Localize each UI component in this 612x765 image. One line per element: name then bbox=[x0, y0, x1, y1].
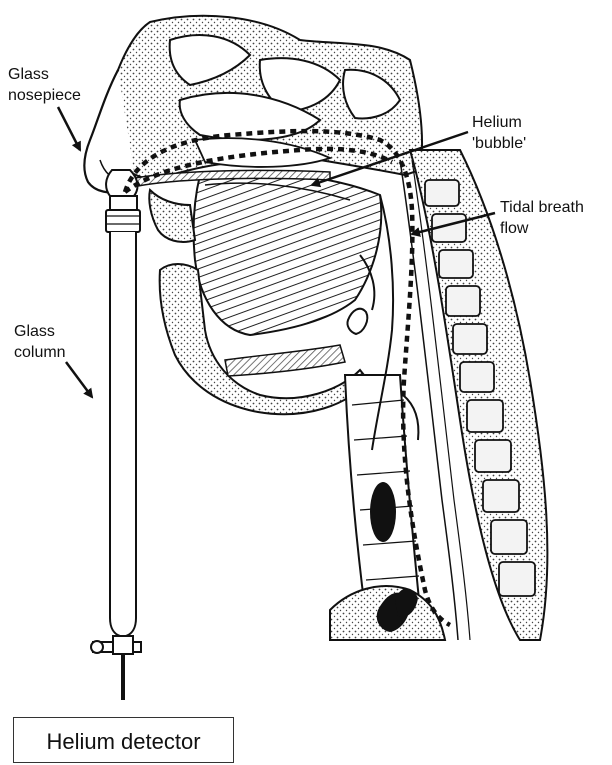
nosepiece-label: Glass nosepiece bbox=[8, 64, 118, 106]
glass-nosepiece bbox=[106, 170, 140, 232]
helium-bubble-label: Helium 'bubble' bbox=[472, 112, 582, 154]
tidal-flow-label-line-1: Tidal breath bbox=[500, 197, 610, 218]
glass-column bbox=[110, 232, 136, 700]
glass-column-label: Glass column bbox=[14, 321, 124, 363]
nosepiece-label-line-2: nosepiece bbox=[8, 85, 118, 106]
nosepiece-arrow bbox=[58, 107, 80, 150]
glass-column-label-line-1: Glass bbox=[14, 321, 124, 342]
chest bbox=[330, 586, 445, 640]
glass-column-label-line-2: column bbox=[14, 342, 124, 363]
helium-bubble-label-line-1: Helium bbox=[472, 112, 582, 133]
helium-detector-label: Helium detector bbox=[14, 729, 233, 755]
column-arrow bbox=[66, 362, 92, 397]
helium-detector-box: Helium detector bbox=[13, 717, 234, 763]
tidal-flow-label: Tidal breath flow bbox=[500, 197, 610, 239]
nosepiece-label-line-1: Glass bbox=[8, 64, 118, 85]
tidal-flow-label-line-2: flow bbox=[500, 218, 610, 239]
helium-bubble-label-line-2: 'bubble' bbox=[472, 133, 582, 154]
